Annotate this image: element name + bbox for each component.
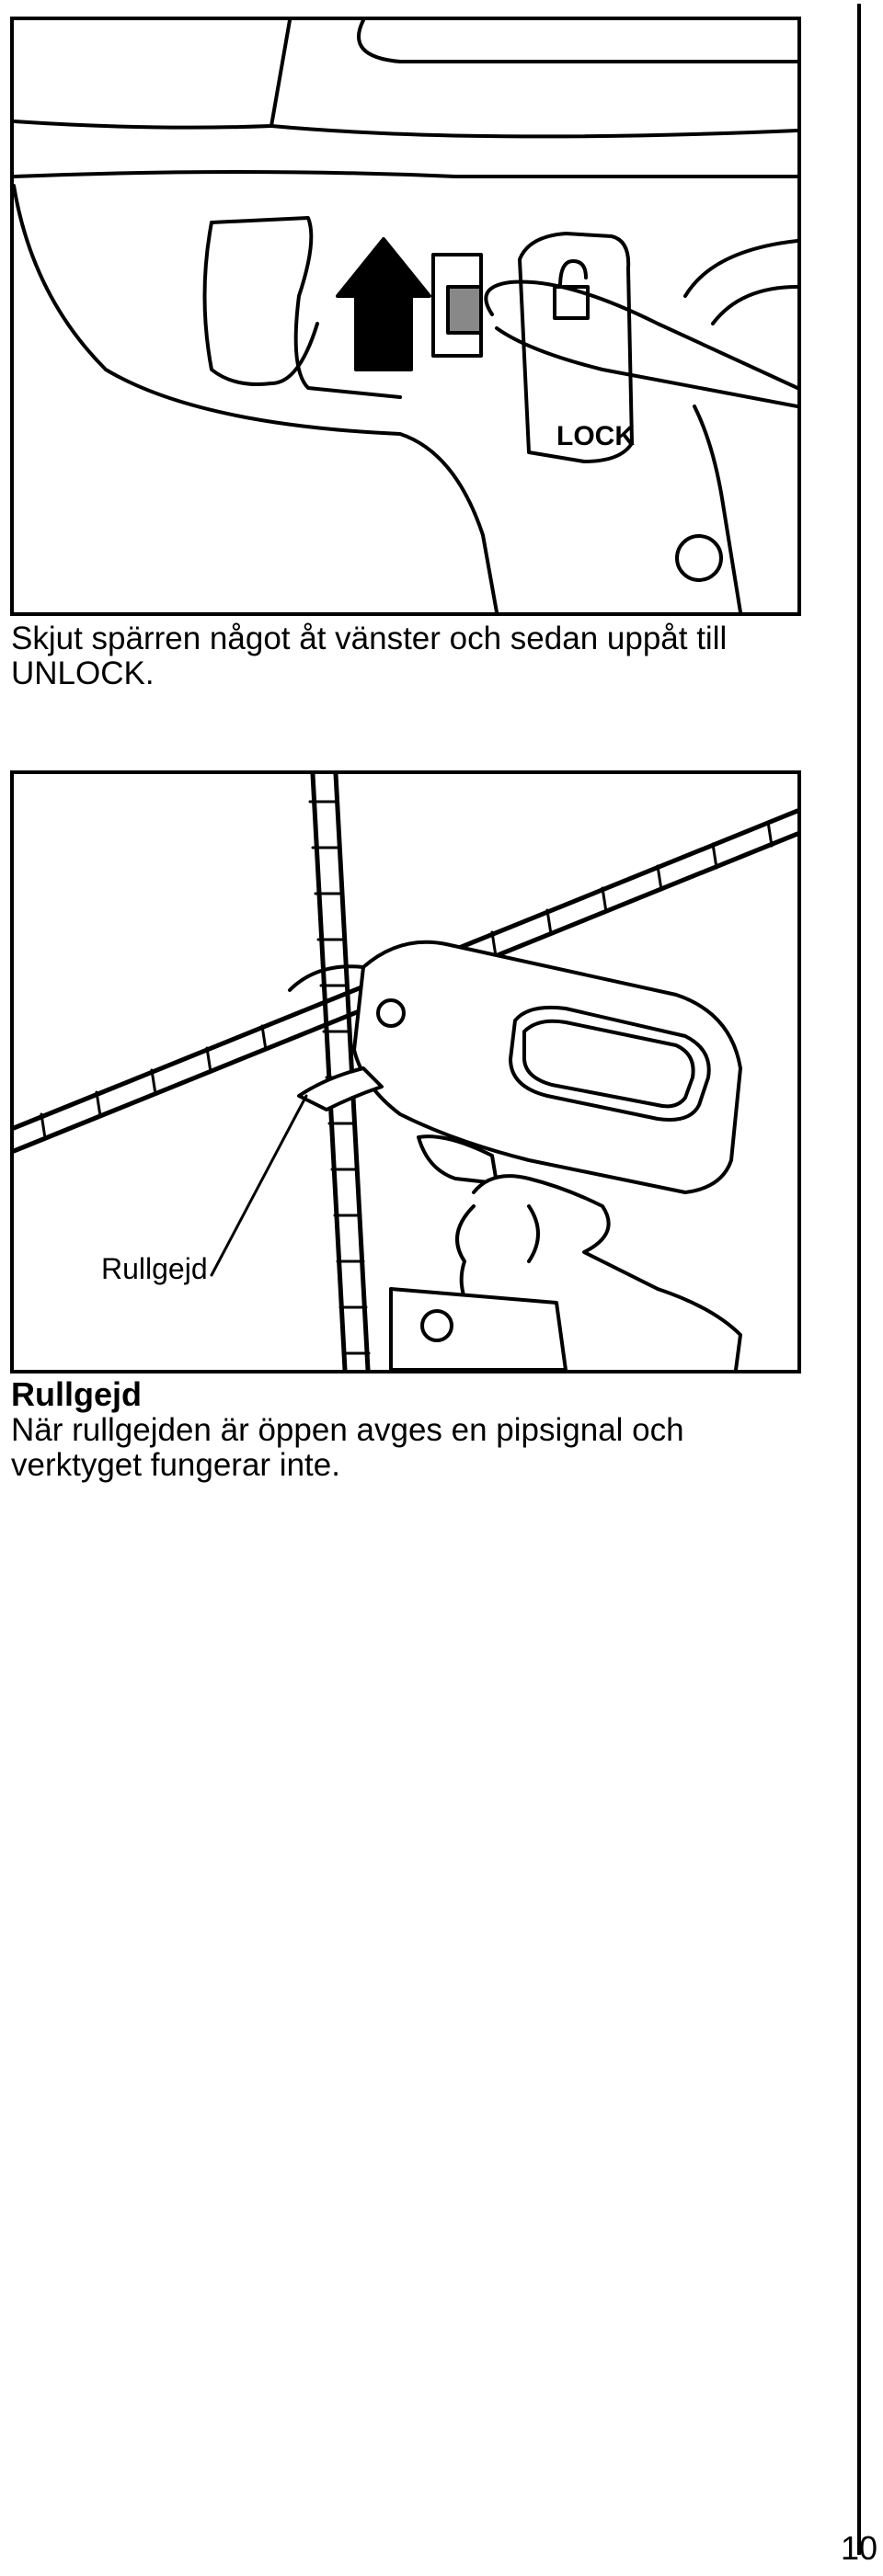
unlock-lever-illustration: LOCK (10, 17, 801, 616)
figure-2-caption: När rullgejden är öppen avges en pipsign… (11, 1412, 684, 1483)
roll-guide-callout: Rullgejd (101, 1252, 208, 1285)
page-margin-rule (857, 4, 861, 2555)
page-number: 10 (840, 2529, 877, 2567)
roll-guide-illustration: Rullgejd (10, 770, 801, 1373)
lock-label: LOCK (556, 421, 635, 451)
figure-1-caption: Skjut spärren något åt vänster och sedan… (11, 621, 728, 691)
figure-2-title: Rullgejd (11, 1375, 142, 1413)
